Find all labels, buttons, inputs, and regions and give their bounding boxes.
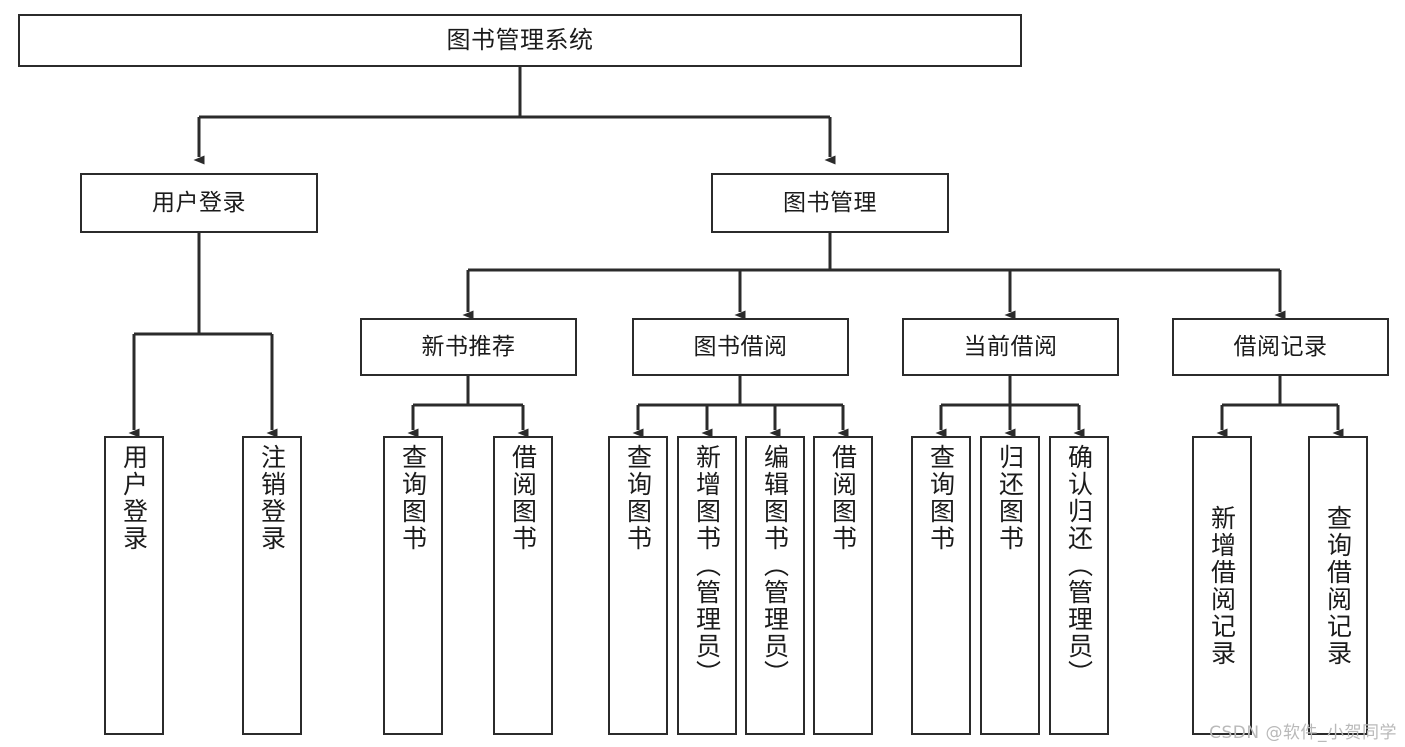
- csdn-watermark: CSDN @软件_小贺同学: [1209, 723, 1397, 743]
- node-label: 编辑图书（管理员）: [760, 444, 790, 687]
- node-label: 查询图书: [926, 444, 956, 552]
- node-label: 用户登录: [119, 444, 149, 552]
- leaf-confirm-return-admin[interactable]: 确认归还（管理员）: [1049, 436, 1109, 735]
- node-label: 查询借阅记录: [1323, 504, 1353, 667]
- leaf-add-book-admin[interactable]: 新增图书（管理员）: [677, 436, 737, 735]
- node-label: 确认归还（管理员）: [1064, 444, 1094, 687]
- node-user-login[interactable]: 用户登录: [80, 173, 318, 233]
- leaf-borrow-book-newbook[interactable]: 借阅图书: [493, 436, 553, 735]
- node-root-system[interactable]: 图书管理系统: [18, 14, 1022, 67]
- node-label: 借阅图书: [508, 444, 538, 552]
- node-label: 用户登录: [152, 189, 246, 216]
- node-new-book-recommend[interactable]: 新书推荐: [360, 318, 577, 376]
- node-label: 当前借阅: [963, 333, 1058, 360]
- node-book-management[interactable]: 图书管理: [711, 173, 949, 233]
- node-label: 注销登录: [257, 444, 287, 552]
- node-label: 图书借阅: [693, 333, 788, 360]
- node-label: 借阅记录: [1233, 333, 1328, 360]
- node-label: 图书管理: [783, 189, 877, 216]
- leaf-add-borrow-record[interactable]: 新增借阅记录: [1192, 436, 1252, 735]
- leaf-query-book-newbook[interactable]: 查询图书: [383, 436, 443, 735]
- leaf-user-login[interactable]: 用户登录: [104, 436, 164, 735]
- node-label: 图书管理系统: [446, 25, 594, 54]
- node-label: 查询图书: [398, 444, 428, 552]
- leaf-query-book-current[interactable]: 查询图书: [911, 436, 971, 735]
- leaf-return-book[interactable]: 归还图书: [980, 436, 1040, 735]
- node-label: 查询图书: [623, 444, 653, 552]
- node-current-borrow[interactable]: 当前借阅: [902, 318, 1119, 376]
- node-label: 借阅图书: [828, 444, 858, 552]
- leaf-borrow-book[interactable]: 借阅图书: [813, 436, 873, 735]
- node-borrow-record[interactable]: 借阅记录: [1172, 318, 1389, 376]
- node-label: 新增借阅记录: [1207, 504, 1237, 667]
- node-book-borrow[interactable]: 图书借阅: [632, 318, 849, 376]
- leaf-edit-book-admin[interactable]: 编辑图书（管理员）: [745, 436, 805, 735]
- leaf-query-borrow-record[interactable]: 查询借阅记录: [1308, 436, 1368, 735]
- node-label: 归还图书: [995, 444, 1025, 552]
- node-label: 新增图书（管理员）: [692, 444, 722, 687]
- leaf-query-book-borrow[interactable]: 查询图书: [608, 436, 668, 735]
- node-label: 新书推荐: [421, 333, 516, 360]
- leaf-logout[interactable]: 注销登录: [242, 436, 302, 735]
